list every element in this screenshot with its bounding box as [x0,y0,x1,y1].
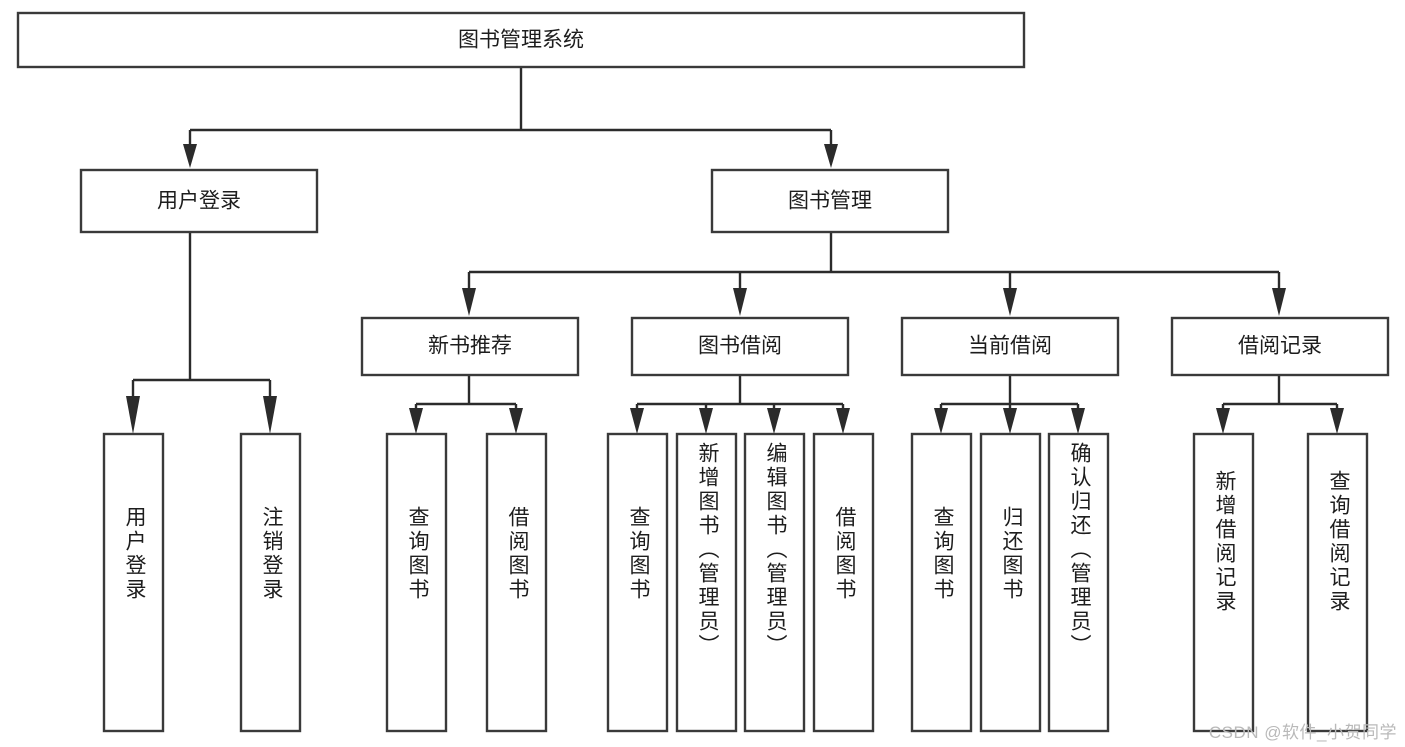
leaf-box-query-book-b[interactable] [606,432,669,733]
node-current-borrow-label: 当前借阅 [968,335,1052,358]
node-book-management-box[interactable] [710,168,950,234]
leaf-box-add-borrow-record[interactable] [1192,432,1255,733]
arrow-head-leaf-r2 [1330,408,1344,434]
arrow-head-user-login [183,144,197,168]
connector-new-book-to-leaves [409,375,523,434]
leaf-box-user-login[interactable] [102,432,165,733]
arrow-head-leaf-u2 [263,396,277,434]
leaf-box-query-book-c[interactable] [910,432,973,733]
arrow-head-l3-1 [462,288,476,316]
arrow-head-l3-2 [733,288,747,316]
node-root-label: 图书管理系统 [458,29,584,52]
leaf-box-logout-login[interactable] [239,432,302,733]
arrow-head-leaf-c2 [1003,408,1017,434]
connector-user-login-to-leaves [126,232,277,434]
node-current-borrow-box[interactable] [900,316,1120,377]
node-book-borrow-label: 图书借阅 [698,335,782,358]
node-borrow-records-box[interactable] [1170,316,1390,377]
arrow-head-leaf-b4 [836,408,850,434]
node-book-borrow[interactable]: 图书借阅 [630,316,850,377]
arrow-head-leaf-r1 [1216,408,1230,434]
arrow-head-l3-4 [1272,288,1286,316]
node-new-book-recommend-label: 新书推荐 [428,335,512,358]
node-new-book-recommend[interactable]: 新书推荐 [360,316,580,377]
watermark-text: CSDN @软件_小贺同学 [1208,723,1397,742]
node-current-borrow[interactable]: 当前借阅 [900,316,1120,377]
arrow-head-leaf-c1 [934,408,948,434]
node-borrow-records[interactable]: 借阅记录 [1170,316,1390,377]
node-book-management-label: 图书管理 [788,190,872,213]
arrow-head-book-mgmt [824,144,838,168]
leaf-boxes-new-book [385,432,548,733]
leaf-box-borrow-book-n[interactable] [485,432,548,733]
leaf-boxes-book-borrow [606,432,875,733]
leaf-box-add-book-admin[interactable] [675,432,738,733]
leaf-box-confirm-return-admin[interactable] [1047,432,1110,733]
arrow-head-leaf-c3 [1071,408,1085,434]
leaf-box-query-borrow-record[interactable] [1306,432,1369,733]
node-user-login[interactable]: 用户登录 [79,168,319,234]
node-book-management[interactable]: 图书管理 [710,168,950,234]
node-new-book-recommend-box[interactable] [360,316,580,377]
node-borrow-records-label: 借阅记录 [1238,335,1322,358]
arrow-head-leaf-n2 [509,408,523,434]
connector-root-to-level2 [183,67,838,168]
leaf-box-query-book-n[interactable] [385,432,448,733]
connector-current-to-leaves [934,375,1085,434]
node-root-box[interactable] [16,11,1026,69]
connector-book-mgmt-to-level3 [462,232,1286,316]
node-user-login-label: 用户登录 [157,190,241,213]
arrow-head-leaf-b1 [630,408,644,434]
arrow-head-leaf-u1 [126,396,140,434]
arrow-head-leaf-b3 [767,408,781,434]
node-user-login-box[interactable] [79,168,319,234]
arrow-head-leaf-n1 [409,408,423,434]
node-root-system[interactable]: 图书管理系统 [16,11,1026,69]
leaf-boxes-borrow-records [1192,432,1369,733]
leaf-boxes-user-login [102,432,302,733]
connector-records-to-leaves [1216,375,1344,434]
leaf-box-borrow-book-b[interactable] [812,432,875,733]
connector-borrow-to-leaves [630,375,850,434]
leaf-box-return-book[interactable] [979,432,1042,733]
leaf-box-edit-book-admin[interactable] [743,432,806,733]
leaf-boxes-current-borrow [910,432,1110,733]
arrow-head-leaf-b2 [699,408,713,434]
node-book-borrow-box[interactable] [630,316,850,377]
arrow-head-l3-3 [1003,288,1017,316]
